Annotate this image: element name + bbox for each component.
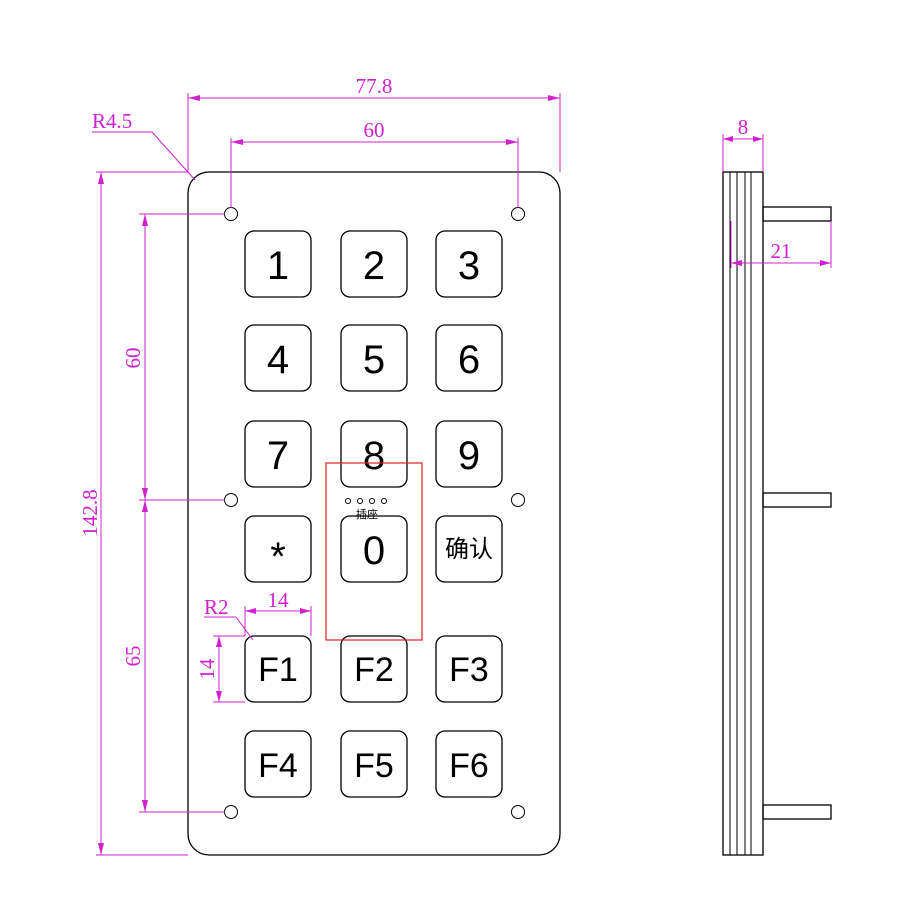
key-label: 确认 bbox=[445, 535, 493, 563]
dim-key-height: 14 bbox=[195, 658, 219, 680]
key-label: 6 bbox=[458, 338, 480, 382]
key-label: 5 bbox=[363, 338, 385, 382]
key-label: F4 bbox=[258, 747, 298, 785]
side-pin bbox=[762, 492, 832, 508]
key-4[interactable]: 4 bbox=[244, 324, 312, 392]
key-label: F1 bbox=[258, 651, 298, 689]
dim-hole-spacing-lower: 65 bbox=[121, 646, 145, 667]
socket-pin bbox=[357, 498, 363, 504]
side-pin bbox=[762, 804, 832, 820]
key-8[interactable]: 8 bbox=[340, 420, 408, 488]
key-label: 8 bbox=[363, 434, 385, 478]
key-f2[interactable]: F2 bbox=[340, 635, 408, 703]
key-label: F6 bbox=[449, 747, 489, 785]
mounting-hole bbox=[511, 805, 525, 819]
key-star[interactable]: * bbox=[244, 515, 312, 583]
panel-outline bbox=[187, 171, 561, 856]
key-label: F3 bbox=[449, 651, 489, 689]
socket-pin bbox=[345, 498, 351, 504]
socket-box bbox=[325, 462, 423, 641]
dim-side-pin-length: 21 bbox=[771, 239, 792, 263]
dim-key-width: 14 bbox=[268, 588, 290, 612]
key-2[interactable]: 2 bbox=[340, 230, 408, 298]
dim-overall-width: 77.8 bbox=[356, 74, 393, 98]
dim-overall-height: 142.8 bbox=[78, 489, 102, 536]
dim-side-thickness: 8 bbox=[738, 115, 749, 139]
socket-pin bbox=[369, 498, 375, 504]
key-label: 1 bbox=[267, 244, 289, 288]
mounting-hole bbox=[224, 805, 238, 819]
key-label: 3 bbox=[458, 244, 480, 288]
key-0[interactable]: 0 bbox=[340, 515, 408, 583]
key-f1[interactable]: F1 bbox=[244, 635, 312, 703]
key-label: 2 bbox=[363, 244, 385, 288]
key-label: F5 bbox=[354, 747, 394, 785]
socket-pin bbox=[381, 498, 387, 504]
key-label: 0 bbox=[363, 529, 385, 573]
dim-corner-radius: R4.5 bbox=[92, 109, 132, 133]
key-5[interactable]: 5 bbox=[340, 324, 408, 392]
mounting-hole bbox=[511, 493, 525, 507]
mounting-hole bbox=[511, 207, 525, 221]
key-label: * bbox=[270, 535, 286, 579]
side-pin bbox=[762, 206, 832, 222]
key-f5[interactable]: F5 bbox=[340, 730, 408, 798]
socket-label: 插座 bbox=[356, 507, 378, 521]
key-3[interactable]: 3 bbox=[435, 230, 503, 298]
key-f3[interactable]: F3 bbox=[435, 635, 503, 703]
socket-area: 插座 bbox=[325, 462, 423, 641]
dimensions-side: 8 21 bbox=[722, 115, 832, 268]
dim-key-corner-radius: R2 bbox=[204, 595, 229, 619]
key-6[interactable]: 6 bbox=[435, 324, 503, 392]
mounting-hole bbox=[224, 493, 238, 507]
mounting-hole bbox=[224, 207, 238, 221]
key-label: F2 bbox=[354, 651, 394, 689]
key-9[interactable]: 9 bbox=[435, 420, 503, 488]
dim-hole-spacing-upper: 60 bbox=[121, 348, 145, 369]
key-label: 7 bbox=[267, 434, 289, 478]
side-plate bbox=[722, 171, 764, 856]
key-1[interactable]: 1 bbox=[244, 230, 312, 298]
key-grid: 1 2 3 4 5 6 7 8 bbox=[244, 230, 503, 798]
key-f4[interactable]: F4 bbox=[244, 730, 312, 798]
key-label: 4 bbox=[267, 338, 289, 382]
key-f6[interactable]: F6 bbox=[435, 730, 503, 798]
key-label: 9 bbox=[458, 434, 480, 478]
key-7[interactable]: 7 bbox=[244, 420, 312, 488]
dim-hole-spacing-x: 60 bbox=[364, 118, 385, 142]
key-confirm[interactable]: 确认 bbox=[435, 515, 503, 583]
side-view bbox=[722, 171, 832, 856]
dimensions-front: 77.8 60 R4.5 142.8 60 65 bbox=[78, 74, 561, 856]
